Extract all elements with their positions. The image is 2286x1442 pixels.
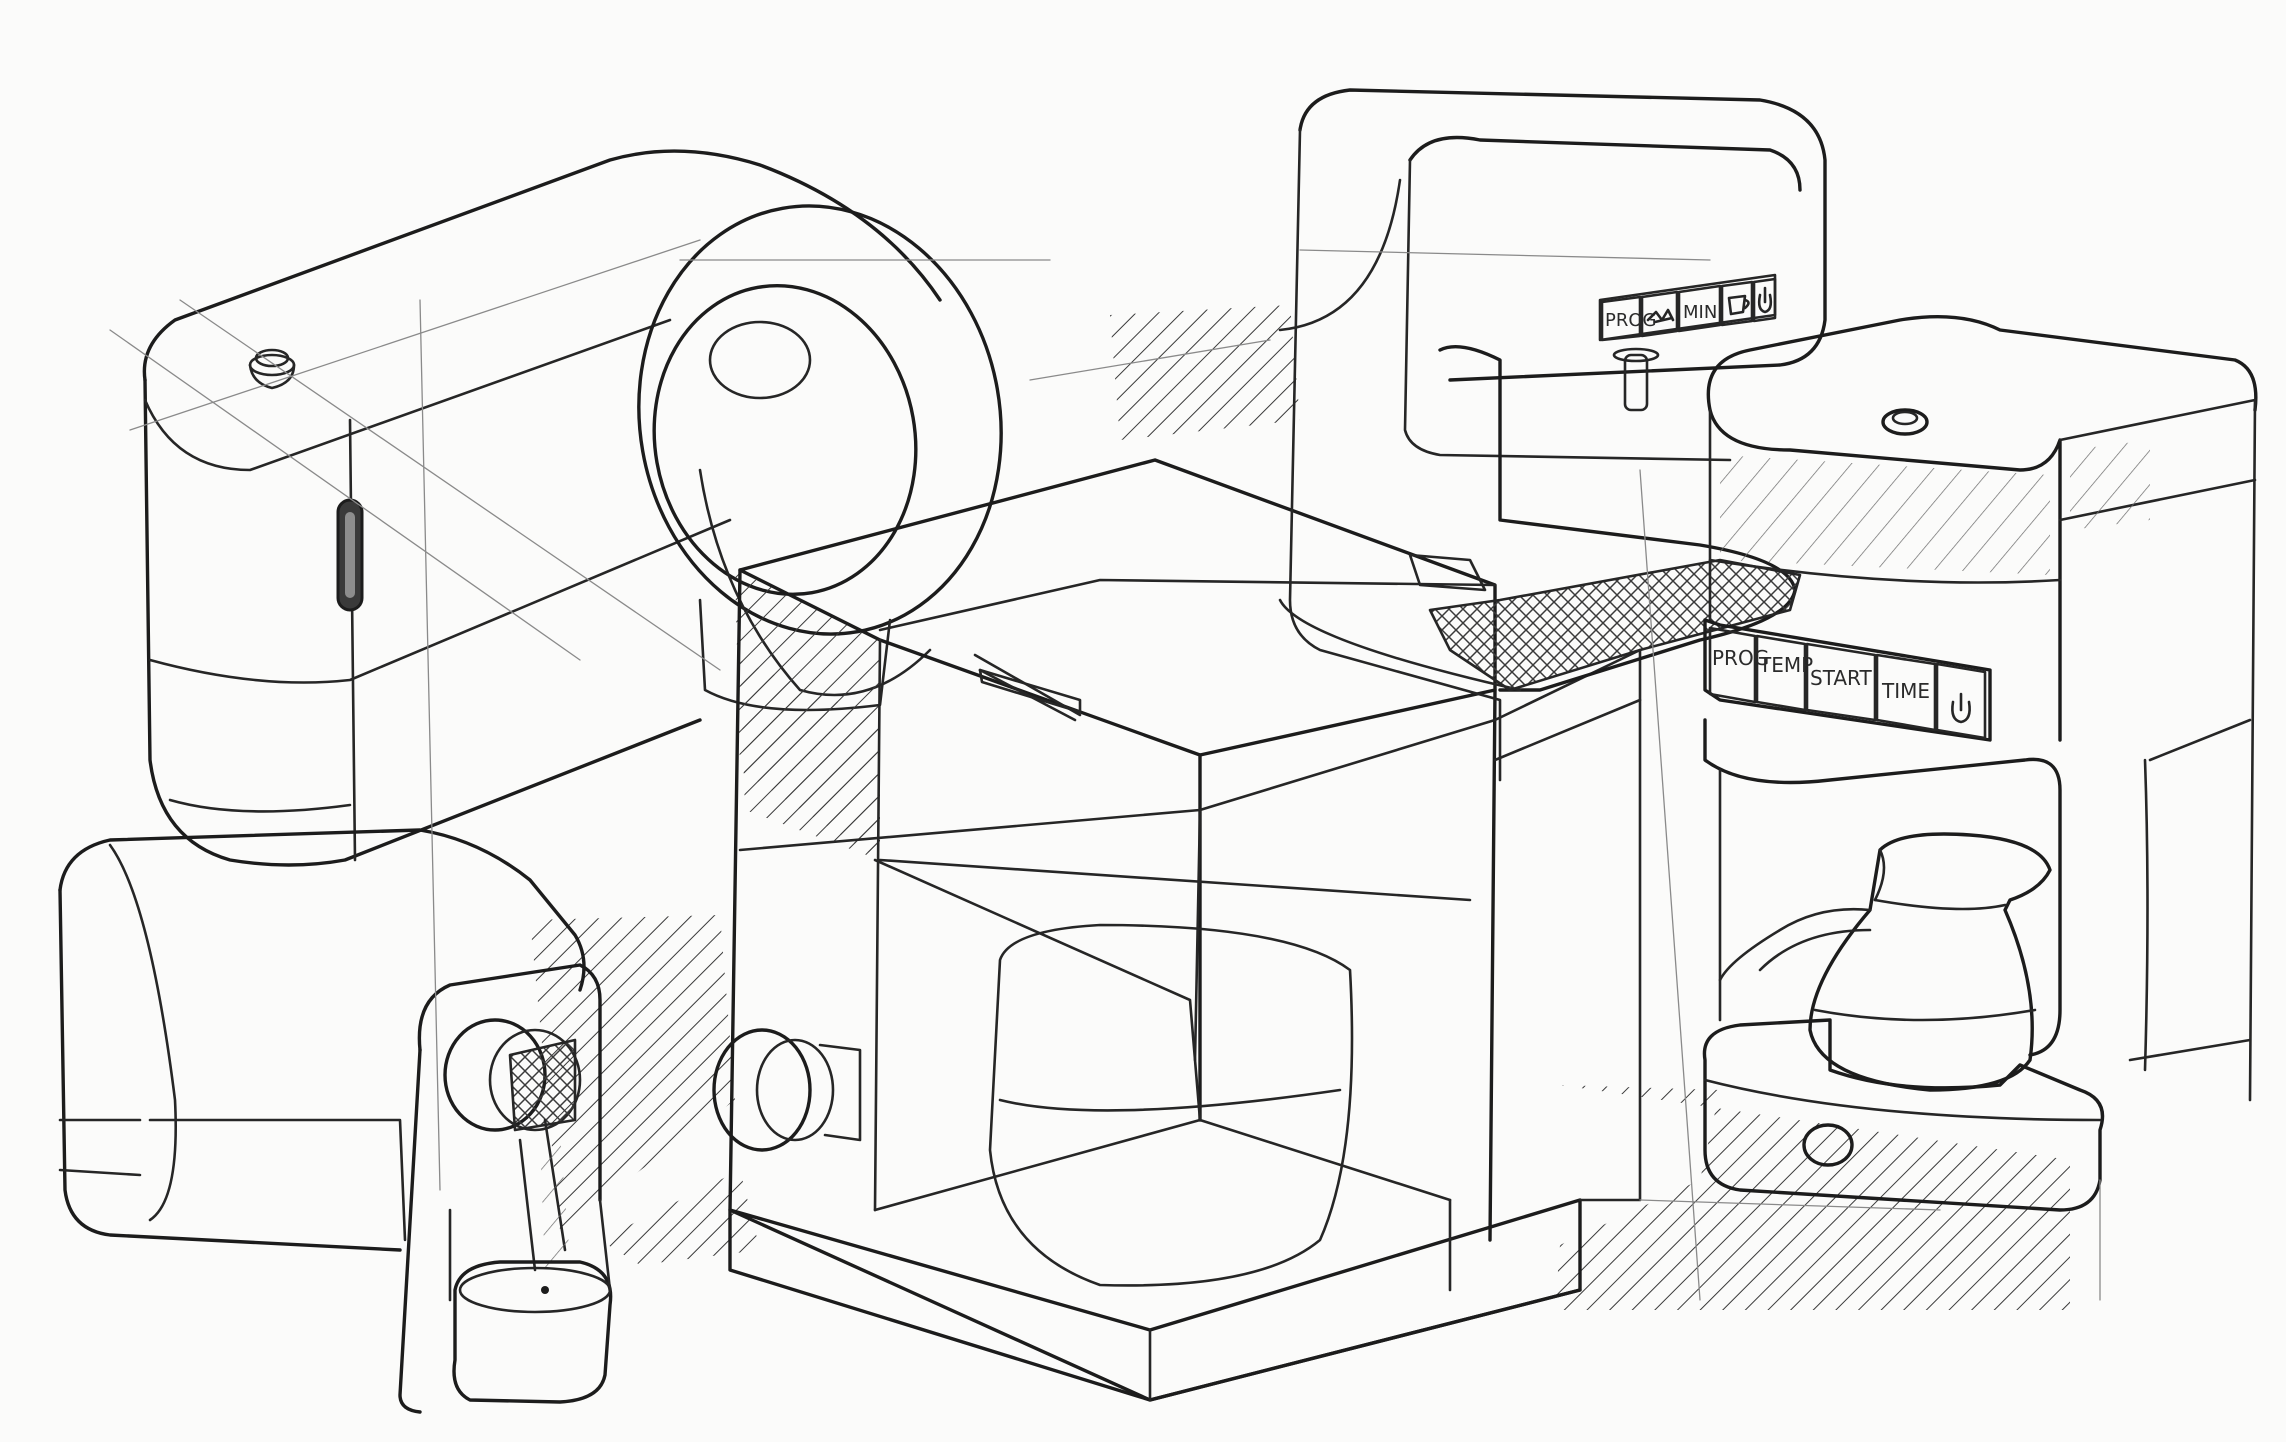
upper-prog-button[interactable]: PROG <box>1600 295 1656 342</box>
upper-power-button[interactable] <box>1752 277 1777 323</box>
ground-shadows <box>530 305 2070 1310</box>
espresso-machine-small <box>58 828 613 1414</box>
lower-temp-button[interactable]: TEMP <box>1755 634 1813 712</box>
lower-start-label: START <box>1810 666 1872 690</box>
lower-temp-label: TEMP <box>1758 653 1813 677</box>
lower-control-panel: PROG TEMP START TIME <box>1708 626 1987 740</box>
upper-prog-label: PROG <box>1605 310 1656 331</box>
upper-grind-button[interactable] <box>1640 290 1679 338</box>
cup-icon <box>1727 294 1750 316</box>
lower-time-label: TIME <box>1881 679 1930 703</box>
power-icon <box>1757 286 1773 314</box>
upper-control-panel: PROG MIN <box>1598 273 1777 342</box>
drip-machine-upper: PROG MIN <box>1278 88 1827 782</box>
upper-cup-button[interactable] <box>1720 280 1754 327</box>
lower-power-button[interactable] <box>1935 662 1987 740</box>
grind-icon <box>1646 308 1675 324</box>
upper-min-label: MIN <box>1683 302 1717 323</box>
lower-prog-label: PROG <box>1712 646 1769 670</box>
capsule-machine-large <box>129 149 1003 867</box>
lower-time-button[interactable]: TIME <box>1875 653 1937 732</box>
drip-machine-carafe: PROG TEMP START TIME <box>1639 314 2258 1301</box>
lower-prog-button[interactable]: PROG <box>1708 626 1769 704</box>
power-icon <box>1951 692 1971 724</box>
lower-start-button[interactable]: START <box>1805 642 1877 722</box>
upper-min-button[interactable]: MIN <box>1677 284 1722 333</box>
cube-coffee-machine <box>712 458 1642 1402</box>
construction-lines <box>109 249 1711 1301</box>
